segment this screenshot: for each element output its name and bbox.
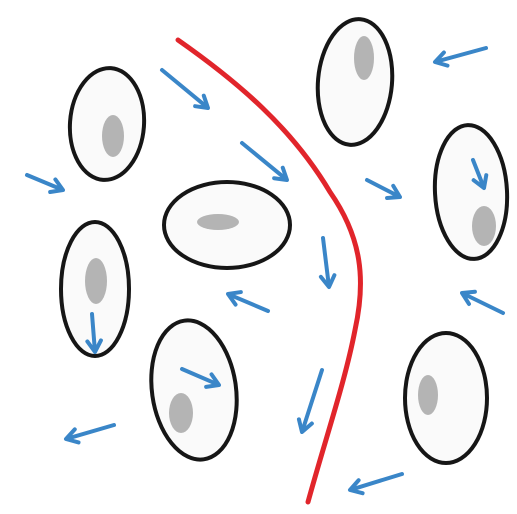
cell-nucleus	[85, 258, 107, 304]
cell-outline	[405, 333, 487, 463]
cell-nucleus	[102, 115, 124, 157]
cell-nucleus	[472, 206, 496, 246]
cell-outline	[164, 182, 290, 268]
cell-nucleus	[354, 36, 374, 80]
cell-membrane	[405, 333, 487, 463]
cell-nucleus	[197, 214, 239, 230]
cell-nucleus	[418, 375, 438, 415]
arrow-shaft	[92, 314, 95, 350]
cell-nucleus	[169, 393, 193, 433]
